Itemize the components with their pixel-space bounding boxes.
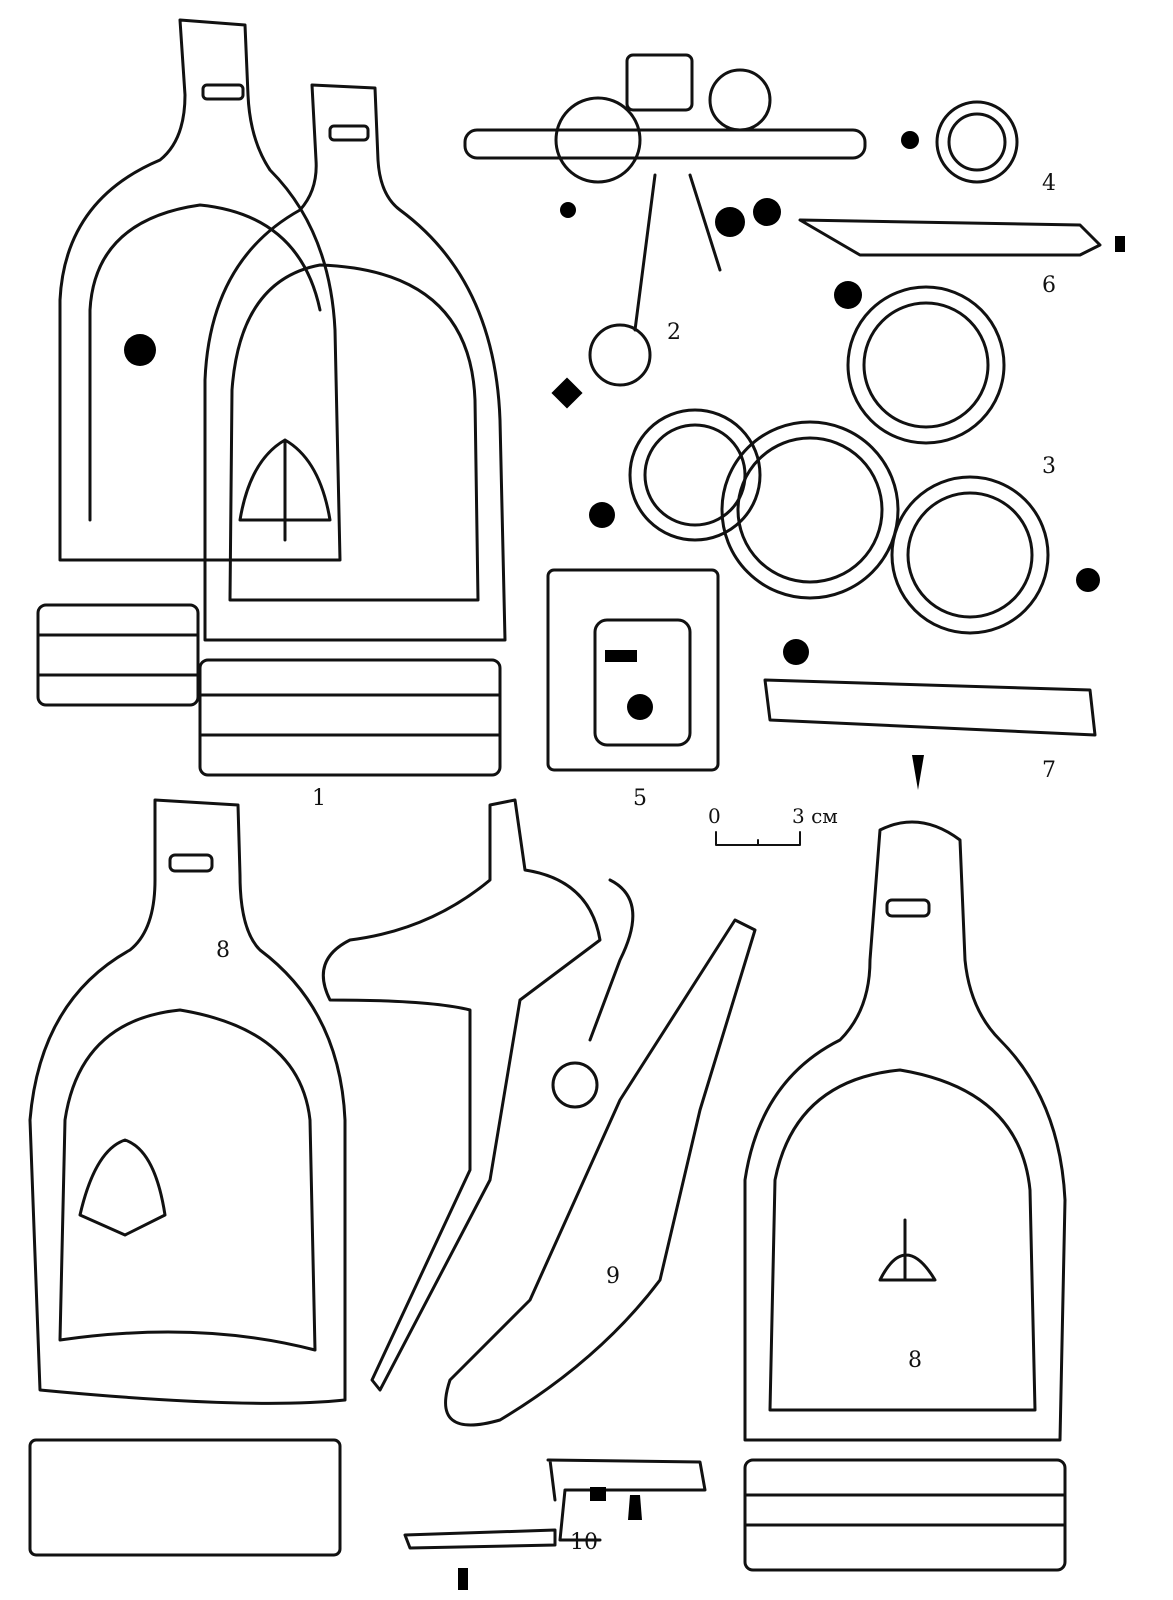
label-item-6: 6 <box>1042 273 1056 298</box>
label-item-3: 3 <box>1042 454 1056 479</box>
buckle-5 <box>546 568 720 772</box>
chain-3 <box>589 281 1100 665</box>
label-item-7: 7 <box>1042 758 1056 783</box>
bit-9 <box>321 798 757 1427</box>
bit-2 <box>463 53 867 387</box>
scale-end-label: 3 см <box>792 804 838 828</box>
scale-bar <box>715 831 801 846</box>
label-item-2: 2 <box>667 320 681 345</box>
ring-4 <box>901 100 1019 184</box>
label-item-8-left: 8 <box>216 938 230 963</box>
spur-10 <box>403 1458 707 1590</box>
label-item-8-right: 8 <box>908 1348 922 1373</box>
rod-6 <box>798 218 1125 257</box>
rod-7 <box>763 678 1097 790</box>
label-item-5: 5 <box>633 786 647 811</box>
stirrup-8-right <box>743 820 1067 1572</box>
stirrup-1-front <box>198 83 583 777</box>
label-item-10: 10 <box>570 1530 598 1555</box>
stirrup-8-left <box>28 798 347 1557</box>
label-item-4: 4 <box>1042 171 1056 196</box>
label-item-9: 9 <box>606 1264 620 1289</box>
scale-start-label: 0 <box>708 804 721 828</box>
label-item-1: 1 <box>312 786 326 811</box>
stirrup-1-back <box>36 18 342 707</box>
